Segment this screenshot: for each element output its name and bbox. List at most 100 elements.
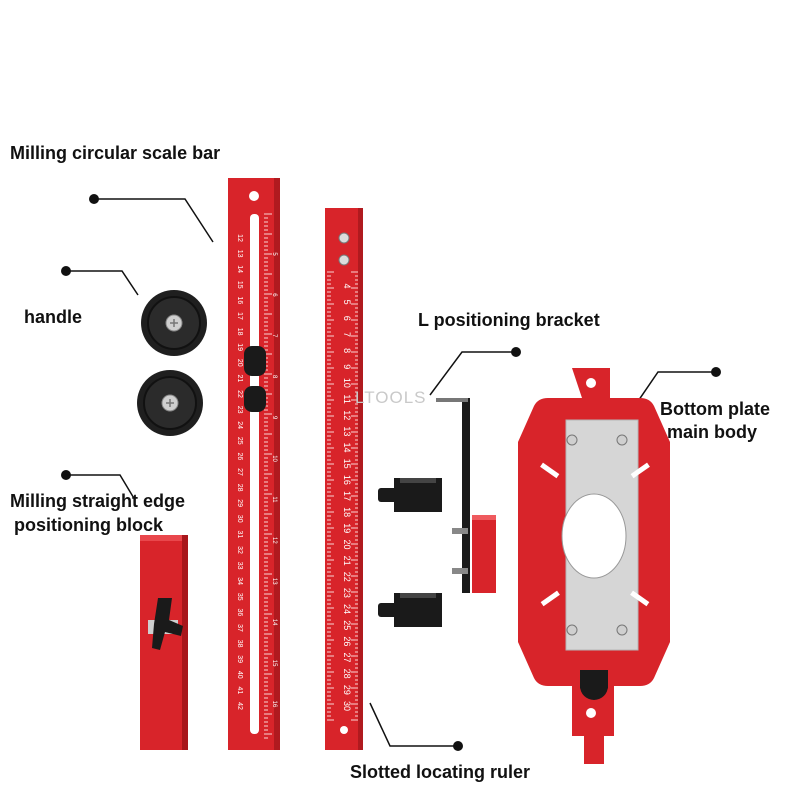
watermark: LTOOLS bbox=[355, 388, 427, 407]
scale-bar-number: 17 bbox=[236, 312, 243, 320]
scale-bar-knob-1 bbox=[244, 346, 266, 376]
scale-bar-number: 12 bbox=[236, 234, 243, 242]
scale-bar-small-number: 13 bbox=[271, 578, 277, 585]
slotted-ruler-ticks bbox=[327, 271, 358, 721]
scale-bar-small-numbers: 5 6 7 8 9 10 11 12 13 14 15 16 bbox=[271, 252, 277, 708]
l-bracket-clamp-bottom bbox=[378, 593, 442, 627]
scale-bar-small-number: 8 bbox=[271, 375, 277, 379]
slotted-ruler-number: 16 bbox=[342, 475, 352, 485]
scale-bar-small-number: 12 bbox=[271, 537, 277, 544]
scale-bar-small-number: 10 bbox=[271, 455, 277, 462]
scale-bar-number: 33 bbox=[236, 562, 243, 570]
scale-bar-knob-2 bbox=[244, 386, 266, 412]
scale-bar-number: 26 bbox=[236, 453, 243, 461]
scale-bar-number: 14 bbox=[236, 265, 243, 273]
slotted-ruler-number: 27 bbox=[342, 653, 352, 663]
slotted-ruler-number: 14 bbox=[342, 443, 352, 453]
leader-handle bbox=[61, 266, 139, 296]
scale-bar-number: 28 bbox=[236, 484, 243, 492]
handle-knob-bottom bbox=[137, 370, 203, 436]
slotted-ruler-number: 20 bbox=[342, 539, 352, 549]
label-bottom-plate-2: main body bbox=[667, 422, 758, 442]
slotted-ruler-number: 24 bbox=[342, 604, 352, 614]
slotted-ruler-number: 19 bbox=[342, 523, 352, 533]
scale-bar-number: 30 bbox=[236, 515, 243, 523]
scale-bar-number: 29 bbox=[236, 499, 243, 507]
scale-bar-number: 21 bbox=[236, 375, 243, 383]
scale-bar-number: 13 bbox=[236, 250, 243, 258]
slotted-ruler-number: 8 bbox=[342, 348, 352, 353]
scale-bar-number: 32 bbox=[236, 546, 243, 554]
slotted-ruler-number: 21 bbox=[342, 556, 352, 566]
slotted-ruler-number: 6 bbox=[342, 316, 352, 321]
straight-edge-block bbox=[140, 535, 188, 750]
slotted-ruler-number: 29 bbox=[342, 685, 352, 695]
scale-bar-number: 23 bbox=[236, 406, 243, 414]
scale-bar: 1213141516171819202122232425262728293031… bbox=[228, 178, 280, 750]
slotted-ruler-number: 4 bbox=[342, 283, 352, 288]
scale-bar-small-number: 6 bbox=[271, 293, 277, 297]
scale-bar-number: 27 bbox=[236, 468, 243, 476]
scale-bar-small-number: 14 bbox=[271, 619, 277, 626]
slotted-ruler-number: 13 bbox=[342, 426, 352, 436]
scale-bar-number: 15 bbox=[236, 281, 243, 289]
scale-bar-number: 16 bbox=[236, 297, 243, 305]
handle-knob-top bbox=[141, 290, 207, 356]
scale-bar-number: 22 bbox=[236, 390, 243, 398]
label-l-bracket: L positioning bracket bbox=[418, 310, 600, 330]
scale-bar-numbers: 1213141516171819202122232425262728293031… bbox=[236, 234, 243, 710]
leader-straight-edge bbox=[61, 470, 136, 501]
slotted-ruler: 4 5 6 7 8 9 10 11 12 13 14 15 16 17 18 19 20 21 22 23 24 25 26… bbox=[325, 208, 363, 750]
slotted-ruler-number: 22 bbox=[342, 572, 352, 582]
scale-bar-small-number: 9 bbox=[271, 416, 277, 420]
scale-bar-number: 41 bbox=[236, 687, 243, 695]
scale-bar-number: 31 bbox=[236, 531, 243, 539]
label-straight-edge-1: Milling straight edge bbox=[10, 491, 186, 511]
scale-bar-small-number: 16 bbox=[271, 701, 277, 708]
l-bracket-clamp-top bbox=[378, 478, 442, 512]
leader-scale-bar bbox=[89, 194, 214, 243]
scale-bar-small-number: 11 bbox=[271, 496, 277, 503]
label-straight-edge-2: positioning block bbox=[14, 515, 163, 535]
slotted-ruler-number: 10 bbox=[342, 378, 352, 388]
scale-bar-number: 34 bbox=[236, 577, 243, 585]
scale-bar-number: 20 bbox=[236, 359, 243, 367]
label-handle: handle bbox=[24, 307, 83, 327]
scale-bar-number: 24 bbox=[236, 421, 243, 429]
slotted-ruler-number: 7 bbox=[342, 332, 352, 337]
scale-bar-number: 18 bbox=[236, 328, 243, 336]
scale-bar-number: 37 bbox=[236, 624, 243, 632]
slotted-ruler-number: 26 bbox=[342, 636, 352, 646]
slotted-ruler-numbers: 4 5 6 7 8 9 10 11 12 13 14 15 16 17 18 19 20 21 22 23 24 25 26… bbox=[342, 283, 352, 711]
scale-bar-number: 40 bbox=[236, 671, 243, 679]
slotted-ruler-number: 28 bbox=[342, 669, 352, 679]
slotted-ruler-number: 9 bbox=[342, 364, 352, 369]
scale-bar-small-number: 7 bbox=[271, 334, 277, 338]
scale-bar-small-number: 15 bbox=[271, 660, 277, 667]
scale-bar-number: 39 bbox=[236, 655, 243, 663]
slotted-ruler-number: 23 bbox=[342, 588, 352, 598]
label-slotted-ruler: Slotted locating ruler bbox=[350, 762, 531, 782]
label-bottom-plate-1: Bottom plate bbox=[660, 399, 770, 419]
leader-slotted-ruler bbox=[369, 702, 463, 751]
leader-l-bracket bbox=[429, 347, 521, 396]
slotted-ruler-number: 25 bbox=[342, 620, 352, 630]
l-bracket bbox=[436, 398, 496, 593]
slotted-ruler-number: 11 bbox=[342, 394, 352, 403]
scale-bar-number: 35 bbox=[236, 593, 243, 601]
label-scale-bar: Milling circular scale bar bbox=[10, 143, 221, 163]
slotted-ruler-number: 15 bbox=[342, 459, 352, 469]
leader-bottom-plate bbox=[631, 367, 721, 411]
slotted-ruler-number: 12 bbox=[342, 410, 352, 420]
scale-bar-number: 36 bbox=[236, 609, 243, 617]
scale-bar-number: 25 bbox=[236, 437, 243, 445]
scale-bar-number: 42 bbox=[236, 702, 243, 710]
scale-bar-number: 38 bbox=[236, 640, 243, 648]
bottom-plate bbox=[518, 368, 670, 764]
slotted-ruler-number: 17 bbox=[342, 491, 352, 501]
slotted-ruler-number: 5 bbox=[342, 300, 352, 305]
slotted-ruler-number: 30 bbox=[342, 701, 352, 711]
scale-bar-small-number: 5 bbox=[271, 252, 277, 256]
slotted-ruler-number: 18 bbox=[342, 507, 352, 517]
